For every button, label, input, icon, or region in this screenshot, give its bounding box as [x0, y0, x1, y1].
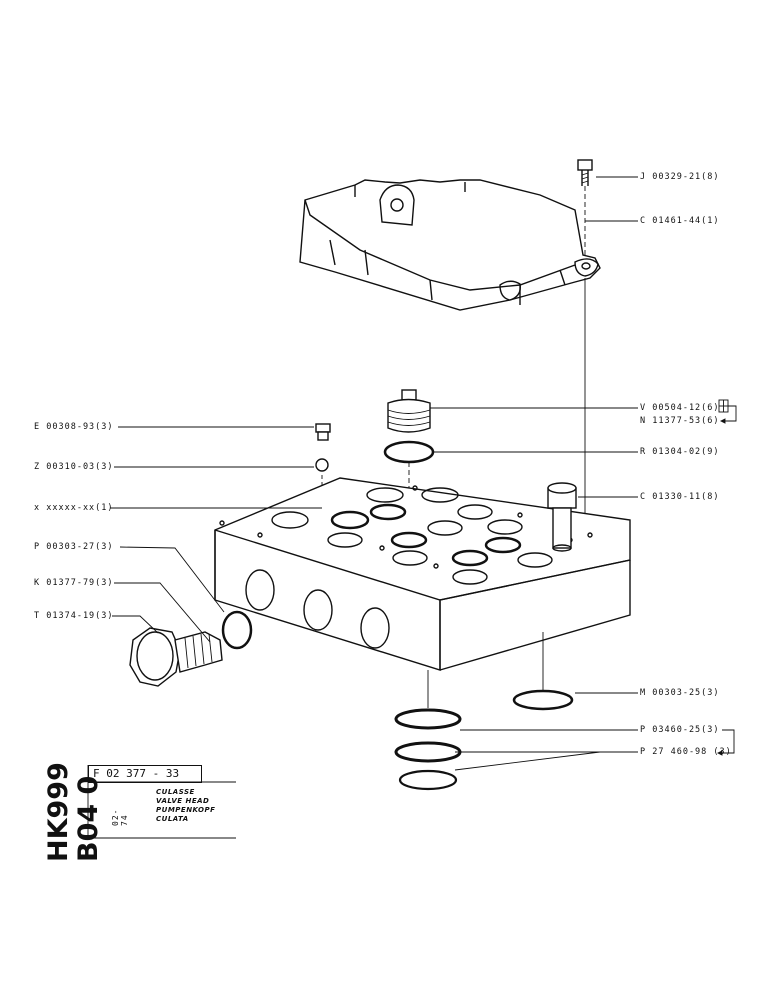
part-names: CULASSE VALVE HEAD PUMPENKOPF CULATA — [156, 788, 215, 824]
label-valve: V 00504-12(6) — [640, 403, 720, 413]
seal-p-icon — [221, 610, 253, 650]
label-ring-m: M 00303-25(3) — [640, 688, 720, 698]
o-ring-r — [383, 440, 435, 464]
ring-m-icon — [512, 689, 574, 711]
label-screw-e: E 00308-93(3) — [34, 422, 114, 432]
ring-p1-icon — [394, 708, 462, 730]
valve-block — [214, 477, 631, 671]
drawing-date: 02-74 — [111, 808, 129, 826]
screw-c-icon — [547, 482, 577, 552]
label-ring-p2: P 27 460-98 (3) — [640, 747, 732, 757]
name-en: VALVE HEAD — [156, 797, 210, 805]
screw-e-icon — [315, 423, 331, 441]
ring-p2-icon — [394, 741, 462, 763]
label-ring-p1: P 03460-25(3) — [640, 725, 720, 735]
label-screw-c: C 01330-11(8) — [640, 492, 720, 502]
label-block-x: x xxxxx-xx(1) — [34, 503, 114, 513]
ring-p3-icon — [398, 769, 458, 791]
name-fr: CULASSE — [156, 788, 195, 796]
ball-z-icon — [315, 458, 329, 472]
bolt-top-icon — [577, 159, 593, 186]
side-code: HK999 B04 0 — [43, 762, 104, 862]
label-seal-p: P 00303-27(3) — [34, 542, 114, 552]
label-plug-t: T 01374-19(3) — [34, 611, 114, 621]
label-ring-r: R 01304-02(9) — [640, 447, 720, 457]
valve-cartridge-icon — [387, 389, 431, 433]
valve-cover — [299, 179, 601, 311]
name-de: PUMPENKOPF — [156, 806, 216, 814]
label-valve-n: N 11377-53(6) — [640, 416, 720, 426]
leader-lines — [87, 176, 737, 839]
name-es: CULATA — [156, 815, 189, 823]
label-cover: C 01461-44(1) — [640, 216, 720, 226]
label-bolt-top: J 00329-21(8) — [640, 172, 720, 182]
label-spring-k: K 01377-79(3) — [34, 578, 114, 588]
plug-t-icon — [129, 627, 223, 687]
ref-code: F 02 377 - 33 — [88, 765, 202, 783]
label-ball-z: Z 00310-03(3) — [34, 462, 114, 472]
